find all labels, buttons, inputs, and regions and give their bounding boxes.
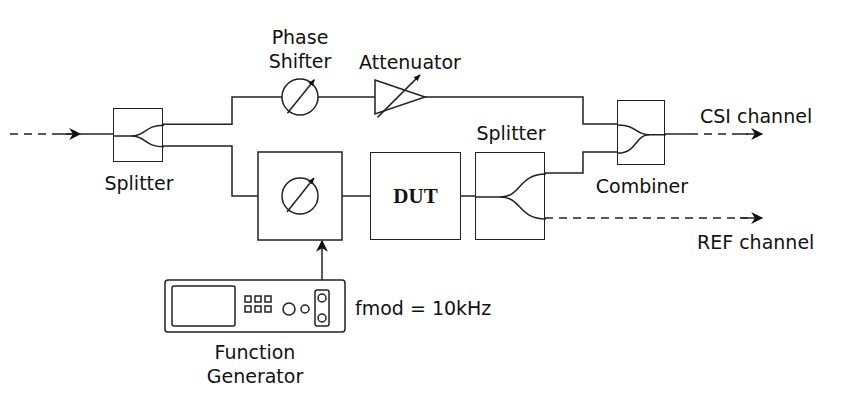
function-generator: Function Generator	[165, 280, 345, 332]
signal-wire	[318, 96, 375, 98]
node-outline	[165, 280, 345, 332]
channel-label: REF channel	[697, 230, 814, 254]
splitter-box: Splitter	[113, 108, 163, 162]
node-outline	[375, 80, 425, 114]
ref-output	[545, 217, 748, 219]
node-heading: Splitter	[89, 171, 189, 195]
node-heading: Combiner	[587, 174, 697, 198]
node-heading: Function Generator	[200, 340, 310, 388]
phase-modulator-box	[258, 152, 342, 240]
signal-wire	[163, 97, 282, 124]
phase-shifter-symbol: Phase Shifter	[282, 79, 318, 115]
csi-output	[690, 133, 748, 135]
signal-wire	[545, 152, 617, 173]
node-heading: Phase Shifter	[255, 25, 345, 73]
input-wire	[78, 133, 113, 135]
node-outline	[282, 79, 318, 115]
csi-output	[665, 133, 690, 135]
csi-output-head	[740, 133, 762, 135]
dut-box: DUT	[370, 152, 461, 240]
splitter-box: Splitter	[475, 152, 545, 240]
modulation-frequency: fmod = 10kHz	[355, 296, 491, 320]
node-outline	[476, 153, 544, 239]
node-text: DUT	[371, 184, 460, 208]
input-signal	[60, 133, 80, 135]
wire	[163, 146, 258, 196]
node-outline	[618, 101, 664, 164]
node-heading: Attenuator	[350, 50, 470, 74]
channel-label: CSI channel	[700, 104, 812, 128]
signal-wire	[425, 97, 617, 124]
phase-modulator-arrow	[287, 178, 314, 212]
wire	[342, 195, 370, 197]
node-outline	[114, 109, 162, 161]
combiner-box: Combiner	[617, 100, 665, 165]
node-heading: Splitter	[461, 121, 561, 145]
signal-wire	[461, 195, 475, 197]
phase-modulator-symbol	[282, 178, 318, 214]
ref-output-head	[740, 217, 762, 219]
attenuator-symbol: Attenuator	[375, 80, 425, 114]
